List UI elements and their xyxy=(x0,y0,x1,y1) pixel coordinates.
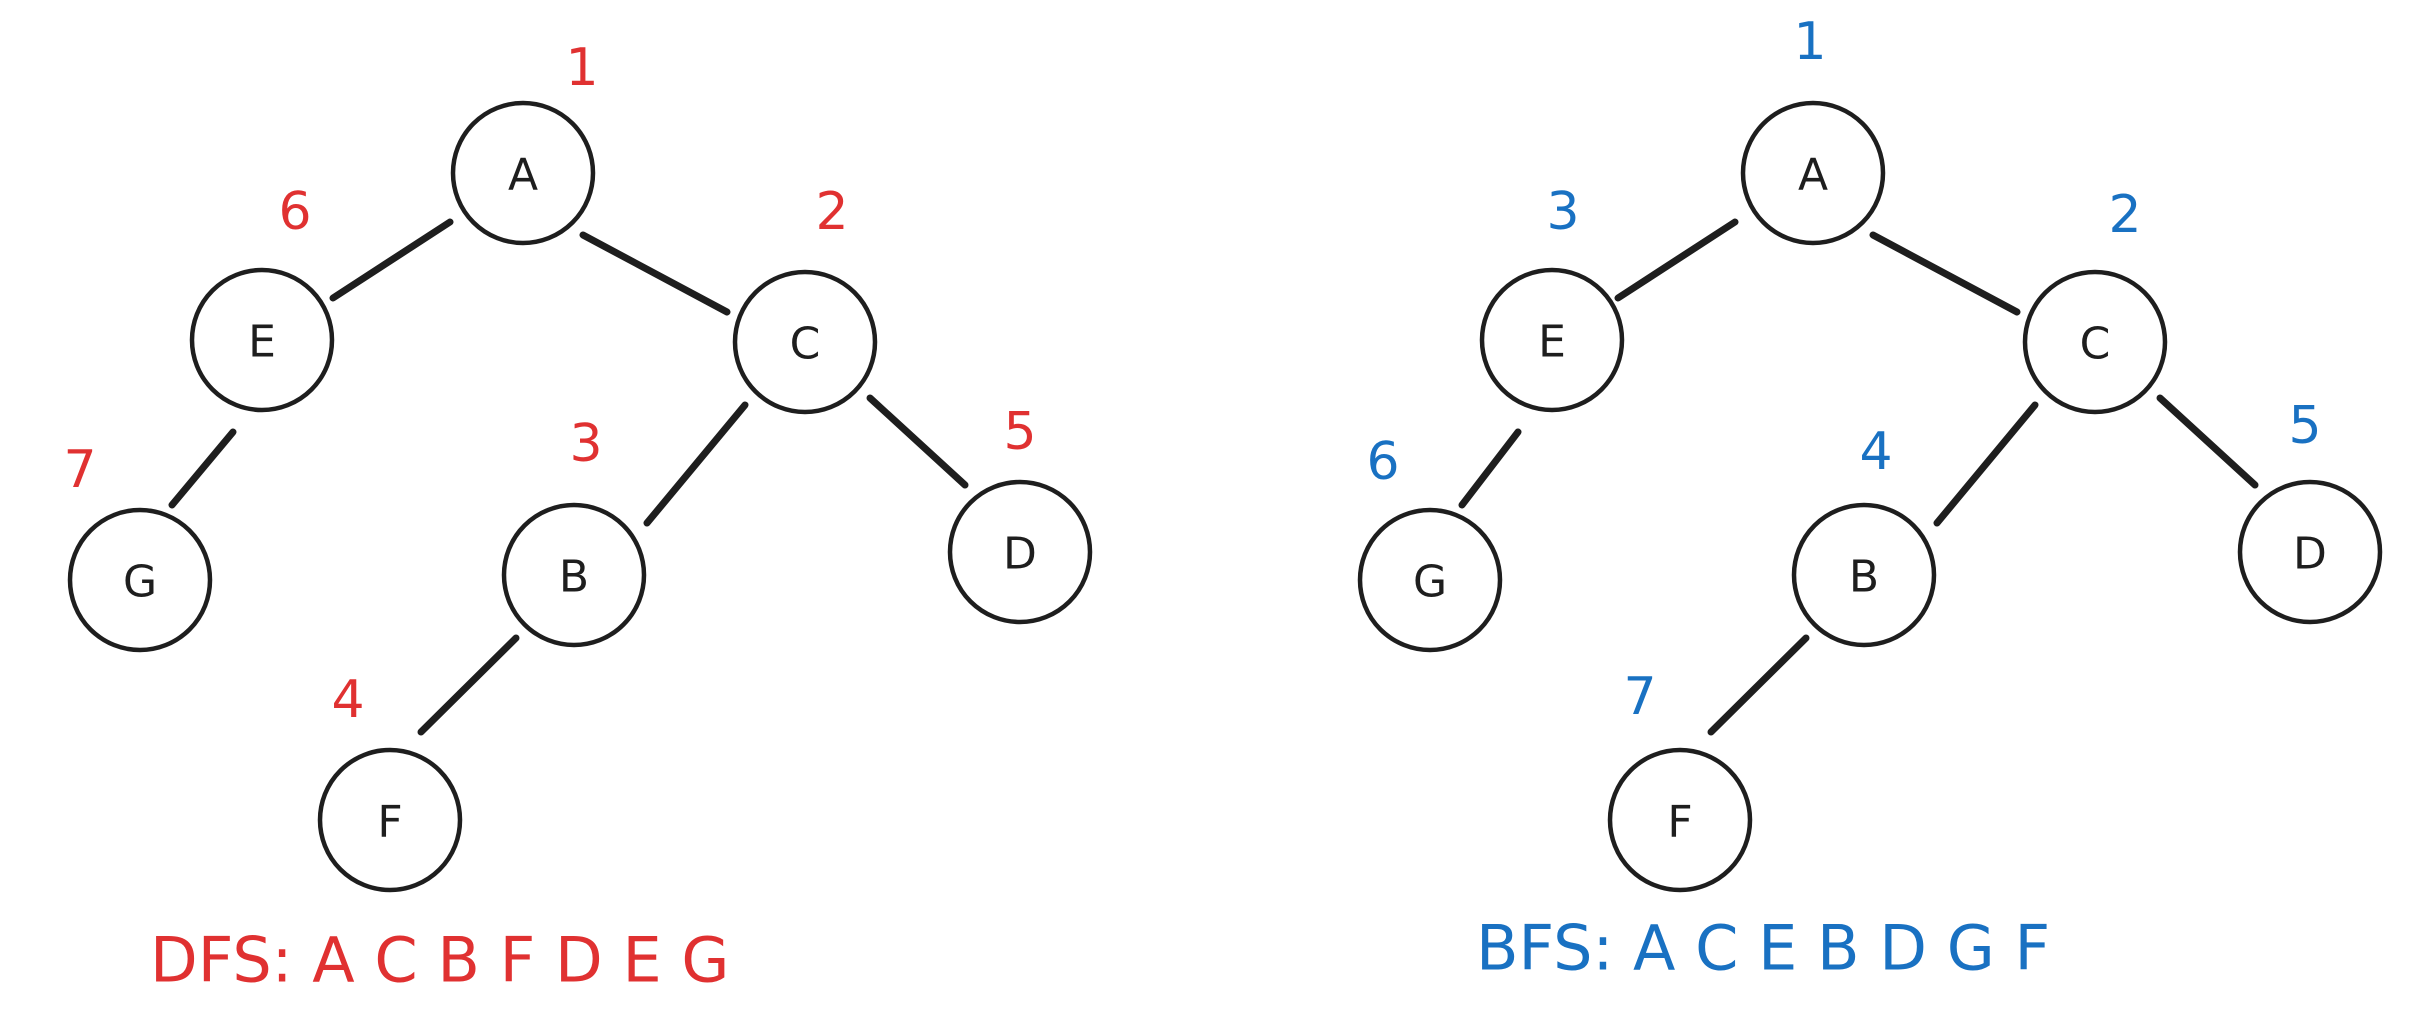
bfs-order-a: 1 xyxy=(1793,12,1826,72)
dfs-node-b-label: B xyxy=(559,552,589,603)
bfs-node-f-label: F xyxy=(1667,797,1692,848)
bfs-node-c-label: C xyxy=(2080,319,2111,370)
bfs-node-b: B xyxy=(1791,502,1937,648)
bfs-node-g-label: G xyxy=(1413,557,1447,608)
dfs-caption: DFS: A C B F D E G xyxy=(150,924,729,997)
dfs-edge-a-e xyxy=(329,218,454,302)
dfs-tree: A E C G B D F 1 6 2 7 3 5 xyxy=(63,38,1093,997)
dfs-node-c: C xyxy=(732,269,878,415)
dfs-node-g-label: G xyxy=(123,557,157,608)
bfs-node-e-label: E xyxy=(1538,317,1566,368)
bfs-node-a: A xyxy=(1740,100,1886,246)
dfs-node-a-label: A xyxy=(508,150,538,201)
dfs-edge-a-c xyxy=(579,231,731,316)
bfs-tree: A E C G B D F 1 3 2 6 4 5 xyxy=(1357,12,2383,985)
dfs-order-a: 1 xyxy=(565,38,598,98)
dfs-order-g: 7 xyxy=(63,440,96,500)
dfs-order-d: 5 xyxy=(1003,402,1036,462)
bfs-order-f: 7 xyxy=(1623,667,1656,727)
bfs-edge-b-f xyxy=(1707,634,1810,736)
dfs-order-c: 2 xyxy=(815,182,848,242)
dfs-node-c-label: C xyxy=(790,319,821,370)
bfs-caption: BFS: A C E B D G F xyxy=(1476,912,2050,985)
bfs-edge-a-c xyxy=(1869,231,2021,316)
bfs-node-g: G xyxy=(1357,507,1503,653)
dfs-node-e: E xyxy=(189,267,335,413)
bfs-order-b: 4 xyxy=(1859,422,1892,482)
bfs-node-c: C xyxy=(2022,269,2168,415)
bfs-edge-e-g xyxy=(1458,428,1522,509)
dfs-order-b: 3 xyxy=(569,414,602,474)
dfs-node-f: F xyxy=(317,747,463,893)
bfs-edge-c-d xyxy=(2156,394,2259,489)
bfs-node-d-label: D xyxy=(2293,529,2327,580)
bfs-node-f: F xyxy=(1607,747,1753,893)
dfs-order-e: 6 xyxy=(278,182,311,242)
dfs-node-d-label: D xyxy=(1003,529,1037,580)
bfs-edge-a-e xyxy=(1614,218,1739,302)
bfs-node-b-label: B xyxy=(1849,552,1879,603)
bfs-order-c: 2 xyxy=(2108,185,2141,245)
dfs-edge-e-g xyxy=(168,428,237,509)
dfs-edge-c-b xyxy=(643,401,749,527)
dfs-node-e-label: E xyxy=(248,317,276,368)
bfs-order-g: 6 xyxy=(1366,432,1399,492)
bfs-order-e: 3 xyxy=(1546,182,1579,242)
dfs-node-d: D xyxy=(947,479,1093,625)
dfs-node-g: G xyxy=(67,507,213,653)
dfs-edge-c-d xyxy=(866,394,969,489)
dfs-node-a: A xyxy=(450,100,596,246)
dfs-order-f: 4 xyxy=(331,670,364,730)
dfs-node-f-label: F xyxy=(377,797,402,848)
bfs-node-e: E xyxy=(1479,267,1625,413)
dfs-node-b: B xyxy=(501,502,647,648)
bfs-node-d: D xyxy=(2237,479,2383,625)
bfs-order-d: 5 xyxy=(2288,396,2321,456)
bfs-edge-c-b xyxy=(1933,401,2039,527)
bfs-node-a-label: A xyxy=(1798,150,1828,201)
dfs-edge-b-f xyxy=(417,634,520,736)
